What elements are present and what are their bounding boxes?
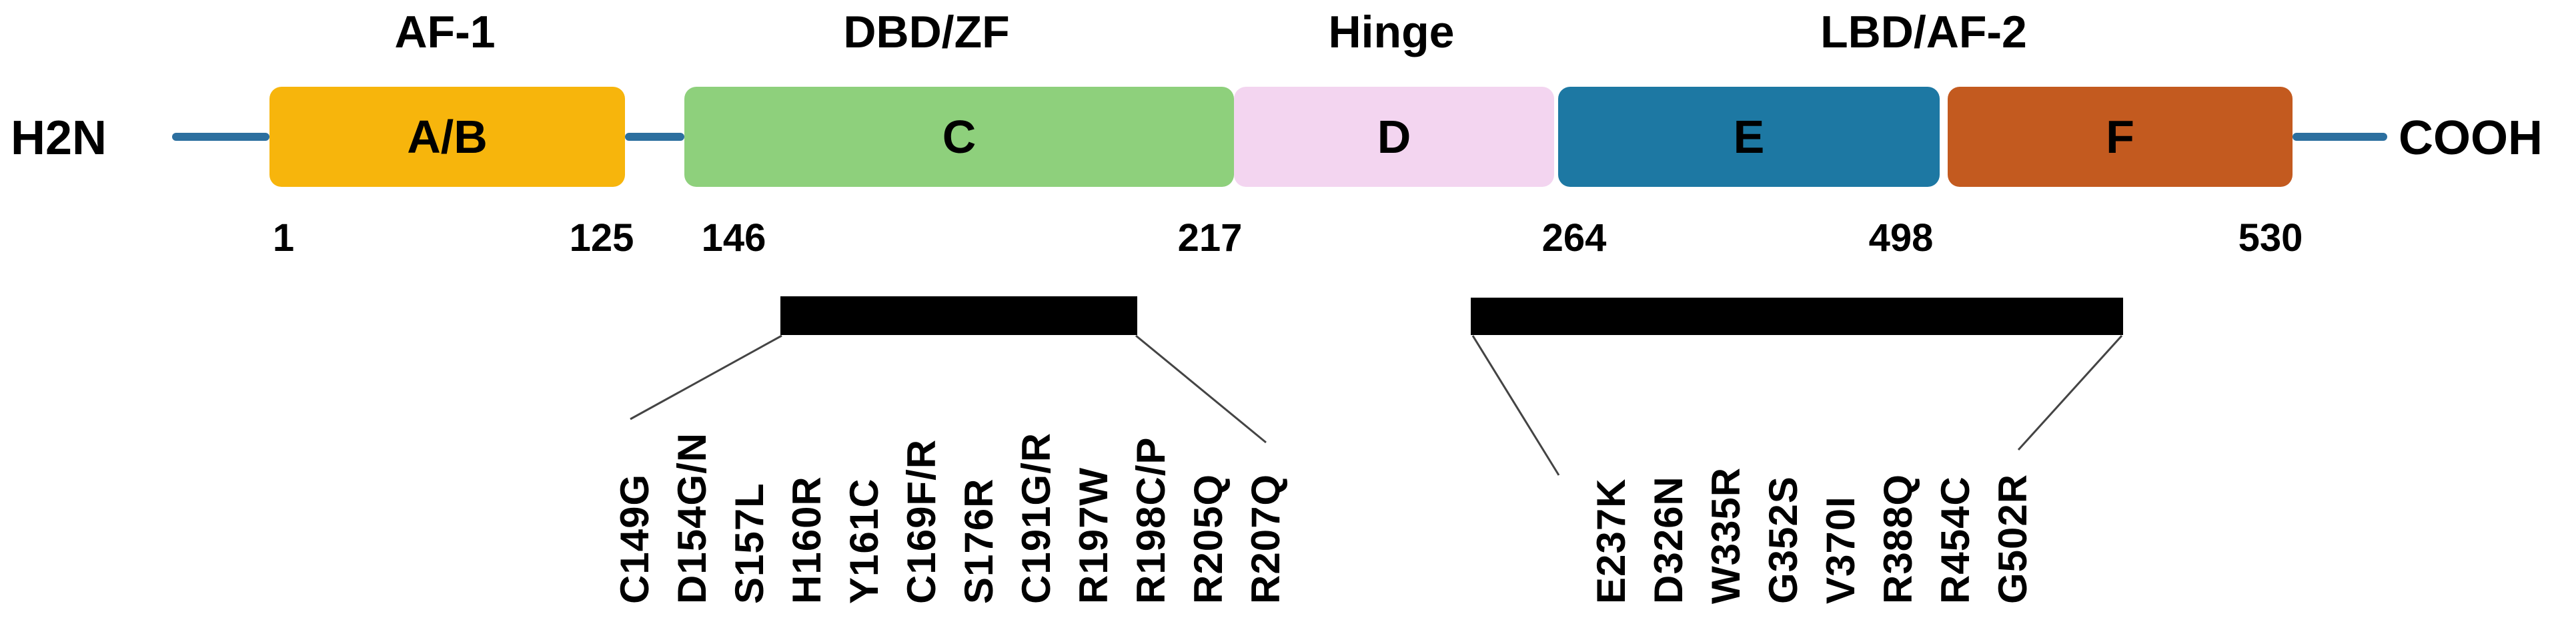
mutation-label: R197W: [1071, 466, 1116, 604]
domain-label-d: D: [1377, 111, 1411, 163]
n-terminus-label: H2N: [11, 111, 107, 165]
mutation-label: R454C: [1933, 476, 1978, 604]
backbone-line-right: [2293, 133, 2387, 141]
domain-label-c: C: [942, 111, 977, 163]
region-label-dbd-zf: DBD/ZF: [843, 7, 1010, 57]
domain-label-ab: A/B: [407, 111, 488, 163]
residue-marker-125: 125: [569, 216, 634, 260]
mutation-label: H160R: [784, 476, 829, 604]
mutation-label: C169F/R: [899, 438, 944, 604]
callout-line-dbd-left: [630, 334, 782, 420]
mutation-label: E237K: [1589, 478, 1634, 604]
mutation-label: C149G: [612, 473, 657, 604]
callout-line-lbd-left: [1471, 335, 1560, 476]
domain-label-f: F: [2106, 111, 2134, 163]
callout-line-dbd-right: [1135, 334, 1267, 444]
mutation-label: R198C/P: [1129, 436, 1173, 604]
domain-box-ab: A/B: [269, 87, 625, 187]
domain-box-f: F: [1948, 87, 2293, 187]
region-label-hinge: Hinge: [1328, 7, 1455, 57]
domain-label-e: E: [1733, 111, 1765, 163]
domain-box-c: C: [684, 87, 1234, 187]
residue-marker-146: 146: [701, 216, 766, 260]
mutation-label: R207Q: [1243, 473, 1288, 604]
mutation-label: V370I: [1818, 496, 1863, 604]
mutation-label: Y161C: [842, 478, 886, 604]
residue-marker-1: 1: [272, 216, 295, 260]
mutation-bar-dbd: [780, 296, 1137, 335]
backbone-line-left: [172, 133, 269, 141]
region-label-lbd-af2: LBD/AF-2: [1820, 7, 2027, 57]
mutation-label: C191G/R: [1014, 432, 1059, 604]
mutation-label: D154G/N: [670, 432, 714, 604]
backbone-line-ab-c: [625, 133, 684, 141]
residue-marker-530: 530: [2238, 216, 2303, 260]
domain-box-d: D: [1234, 87, 1554, 187]
mutation-label: S157L: [727, 483, 772, 604]
mutation-label: W335R: [1704, 466, 1748, 604]
domain-box-e: E: [1558, 87, 1940, 187]
residue-marker-217: 217: [1177, 216, 1243, 260]
mutation-label: R388Q: [1876, 473, 1920, 604]
mutation-label: G352S: [1761, 476, 1806, 604]
residue-marker-264: 264: [1541, 216, 1607, 260]
residue-marker-498: 498: [1868, 216, 1934, 260]
c-terminus-label: COOH: [2399, 111, 2543, 165]
mutation-label: R205Q: [1186, 473, 1231, 604]
mutation-bar-lbd: [1471, 298, 2123, 335]
mutation-label: G502R: [1990, 473, 2035, 604]
region-label-af1: AF-1: [394, 7, 496, 57]
callout-line-lbd-right: [2017, 334, 2123, 451]
mutation-label: D326N: [1646, 476, 1691, 604]
mutation-label: S176R: [956, 478, 1001, 604]
